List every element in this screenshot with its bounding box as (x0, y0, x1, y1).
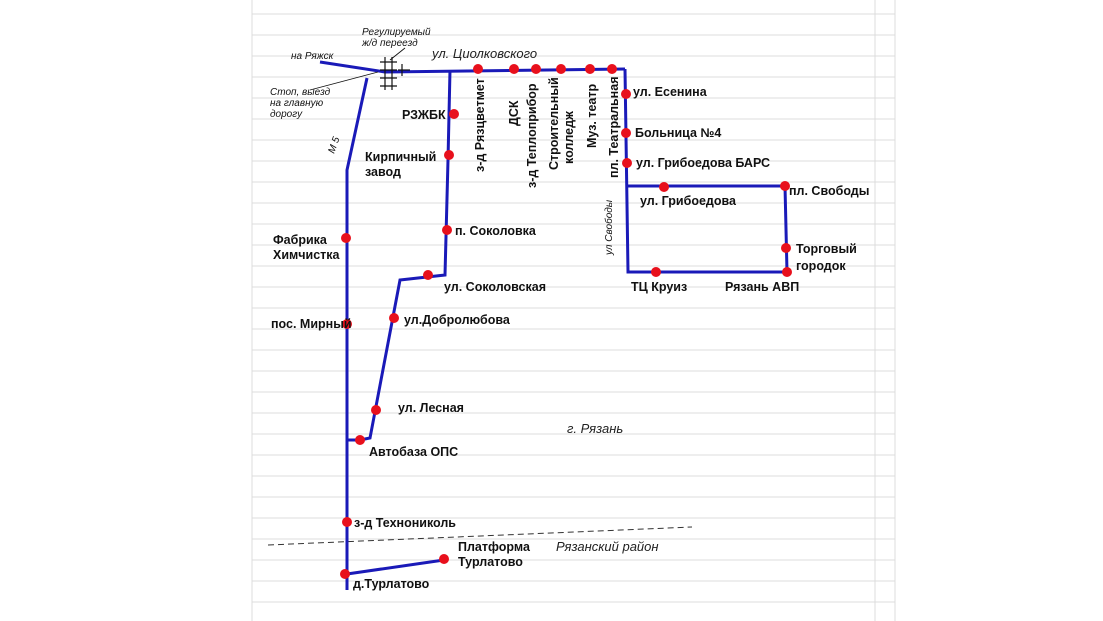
route-to-ryazhsk (319, 60, 626, 74)
stop-bolnitsa (621, 128, 631, 138)
stop-esenina (621, 89, 631, 99)
stop-lesnaya (371, 405, 381, 415)
label-torgovy-1: Торговый (796, 242, 857, 256)
label-avtobaza: Автобаза ОПС (369, 445, 458, 459)
label-ryazansky-rayon: Рязанский район (556, 539, 659, 554)
stop-torgovy-gorodok (781, 243, 791, 253)
route-inner (359, 69, 452, 442)
label-stop-exit-1: Стоп, выезд (270, 87, 331, 98)
label-ryazan-avp: Рязань АВП (725, 280, 799, 294)
label-g-ryazan: г. Рязань (567, 421, 623, 436)
label-griboedova-bars: ул. Грибоедова БАРС (636, 156, 770, 170)
stop-tsiolkovskogo-5 (585, 64, 595, 74)
label-regulated-crossing-2: ж/д переезд (361, 38, 418, 49)
stop-ryazan-avp (782, 267, 792, 277)
label-griboedova: ул. Грибоедова (640, 194, 737, 208)
label-regulated-crossing-1: Регулируемый (362, 27, 431, 38)
stop-p-sokolovka (442, 225, 452, 235)
route-svobody (623, 68, 789, 274)
label-zd-teplopribor: з-д Теплоприбор (525, 83, 539, 188)
stop-tts-kruiz (651, 267, 661, 277)
stop-pos-mirny (342, 319, 352, 329)
label-dobrolyubova: ул.Добролюбова (404, 313, 511, 327)
label-platforma-2: Турлатово (458, 555, 523, 569)
label-stop-exit-2: на главную (270, 98, 324, 109)
label-stop-exit-3: дорогу (270, 109, 303, 120)
label-pos-mirny: пос. Мирный (271, 317, 352, 331)
stop-tsiolkovskogo-1 (473, 64, 483, 74)
label-bolnitsa: Больница №4 (635, 126, 721, 140)
label-muz-teatr: Муз. театр (585, 83, 599, 148)
label-p-sokolovka: п. Соколовка (455, 224, 537, 238)
stop-fabrika (341, 233, 351, 243)
label-kirpichny-2: завод (365, 165, 401, 179)
stop-rzhbk (449, 109, 459, 119)
stop-griboedova-bars (622, 158, 632, 168)
annotation-leaders (309, 47, 406, 91)
label-platforma-1: Платформа (458, 540, 531, 554)
route-platform (346, 558, 445, 576)
label-m5: М 5 (326, 135, 342, 155)
stop-tsiolkovskogo-2 (509, 64, 519, 74)
railway-crossing-icon (380, 57, 410, 90)
label-d-turlatovo: д.Турлатово (353, 577, 430, 591)
label-fabrika-1: Фабрика (273, 233, 328, 247)
label-stroitelny-2: колледж (562, 111, 576, 164)
label-kirpichny-1: Кирпичный (365, 150, 436, 164)
stop-sokolovskaya (423, 270, 433, 280)
stop-avtobaza (355, 435, 365, 445)
stop-pl-svobody (780, 181, 790, 191)
label-lesnaya: ул. Лесная (398, 401, 464, 415)
label-fabrika-2: Химчистка (273, 248, 341, 262)
label-torgovy-2: городок (796, 259, 846, 273)
label-tsiolkovskogo: ул. Циолковского (431, 46, 537, 61)
label-sokolovskaya: ул. Соколовская (444, 280, 546, 294)
label-zd-ryaztsvetmet: з-д Рязцветмет (473, 78, 487, 172)
district-boundary (267, 526, 693, 546)
stops (340, 64, 792, 579)
labels: на Ряжск Регулируемый ж/д переезд Стоп, … (270, 27, 869, 591)
stop-griboedova (659, 182, 669, 192)
label-ul-svobody: ул Свободы (603, 199, 615, 256)
stop-kirpichny-zavod (444, 150, 454, 160)
stop-tekhnonikol (342, 517, 352, 527)
label-zd-tekhnonikol: з-д Технониколь (354, 516, 456, 530)
label-stroitelny-1: Строительный (547, 77, 561, 170)
stop-tsiolkovskogo-6 (607, 64, 617, 74)
stop-dobrolyubova (389, 313, 399, 323)
label-tts-kruiz: ТЦ Круиз (631, 280, 687, 294)
label-esenina: ул. Есенина (633, 85, 708, 99)
label-rzhbk: РЗЖБК (402, 108, 446, 122)
label-pl-teatralnaya: пл. Театральная (607, 77, 621, 178)
stop-turlatovo (340, 569, 350, 579)
stop-tsiolkovskogo-4 (556, 64, 566, 74)
stop-tsiolkovskogo-3 (531, 64, 541, 74)
stop-platforma (439, 554, 449, 564)
route-m5 (345, 77, 369, 590)
label-na-ryazhsk: на Ряжск (291, 51, 335, 62)
label-dsk: ДСК (507, 100, 521, 126)
label-pl-svobody: пл. Свободы (789, 184, 869, 198)
